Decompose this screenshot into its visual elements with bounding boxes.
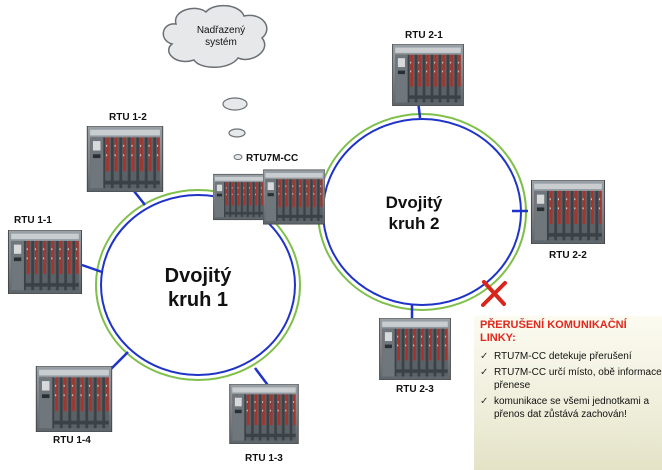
label-rtu-2-3: RTU 2-3 [396,384,434,395]
checkmark-icon: ✓ [480,396,489,407]
label-rtu7m-cc: RTU7M-CC [246,153,299,164]
ring-1-label-line-1: Dvojitý [164,265,232,287]
label-rtu-1-1: RTU 1-1 [14,215,52,226]
cloud-label: Nadřazený systém [186,25,256,49]
label-rtu-1-3: RTU 1-3 [245,453,283,464]
rack-rtu-2-2 [530,180,606,244]
ring-1-label-line-2: kruh 1 [167,289,229,311]
checkmark-icon: ✓ [480,367,489,378]
checkmark-icon: ✓ [480,351,489,362]
break-info-panel: PŘERUŠENÍ KOMUNIKAČNÍ LINKY: ✓ RTU7M-CC d… [474,316,662,470]
label-rtu-1-2: RTU 1-2 [109,112,147,123]
rack-rtu-1-2 [86,126,164,192]
break-info-item-text: RTU7M-CC detekuje přerušení [494,351,632,362]
rack-rtu-2-1 [392,44,464,106]
ring-2-label-line-2: kruh 2 [388,214,440,233]
cloud-label-line-2: systém [205,37,237,48]
break-info-item: ✓ RTU7M-CC detekuje přerušení [480,350,662,363]
ring-1 [95,189,301,381]
rack-rtu-1-3 [229,384,299,444]
thought-bubble-small [233,154,243,160]
ring-1-label: Dvojitý kruh 1 [148,264,248,312]
break-info-title: PŘERUŠENÍ KOMUNIKAČNÍ LINKY: [480,319,627,344]
cloud-label-line-1: Nadřazený [196,25,246,36]
rack-rtu-1-1 [7,230,83,294]
rack-rtu-2-3 [379,318,451,380]
rack-rtu-1-4 [35,366,113,432]
label-rtu-2-2: RTU 2-2 [549,250,587,261]
thought-bubble-medium [228,128,246,138]
thought-bubble-large [222,97,248,111]
break-mark-icon [481,280,507,307]
label-rtu-1-4: RTU 1-4 [53,435,91,446]
break-info-item: ✓ RTU7M-CC určí místo, obě informace přen… [480,366,662,392]
ring-2-label-line-1: Dvojitý [385,193,443,212]
break-info-item-text: RTU7M-CC určí místo, obě informace přene… [494,367,662,391]
break-info-item: ✓ komunikace se všemi jednotkami a přenos… [480,395,662,421]
break-info-list: ✓ RTU7M-CC detekuje přerušení ✓ RTU7M-CC u… [480,350,662,424]
rack-rtu7m-cc-right [263,169,325,225]
cloud-icon [162,4,268,68]
break-info-item-text: komunikace se všemi jednotkami a přenos … [494,396,650,420]
rack-rtu7m-cc-left [213,173,265,221]
ring-2-label: Dvojitý kruh 2 [364,192,464,234]
label-rtu-2-1: RTU 2-1 [405,30,443,41]
